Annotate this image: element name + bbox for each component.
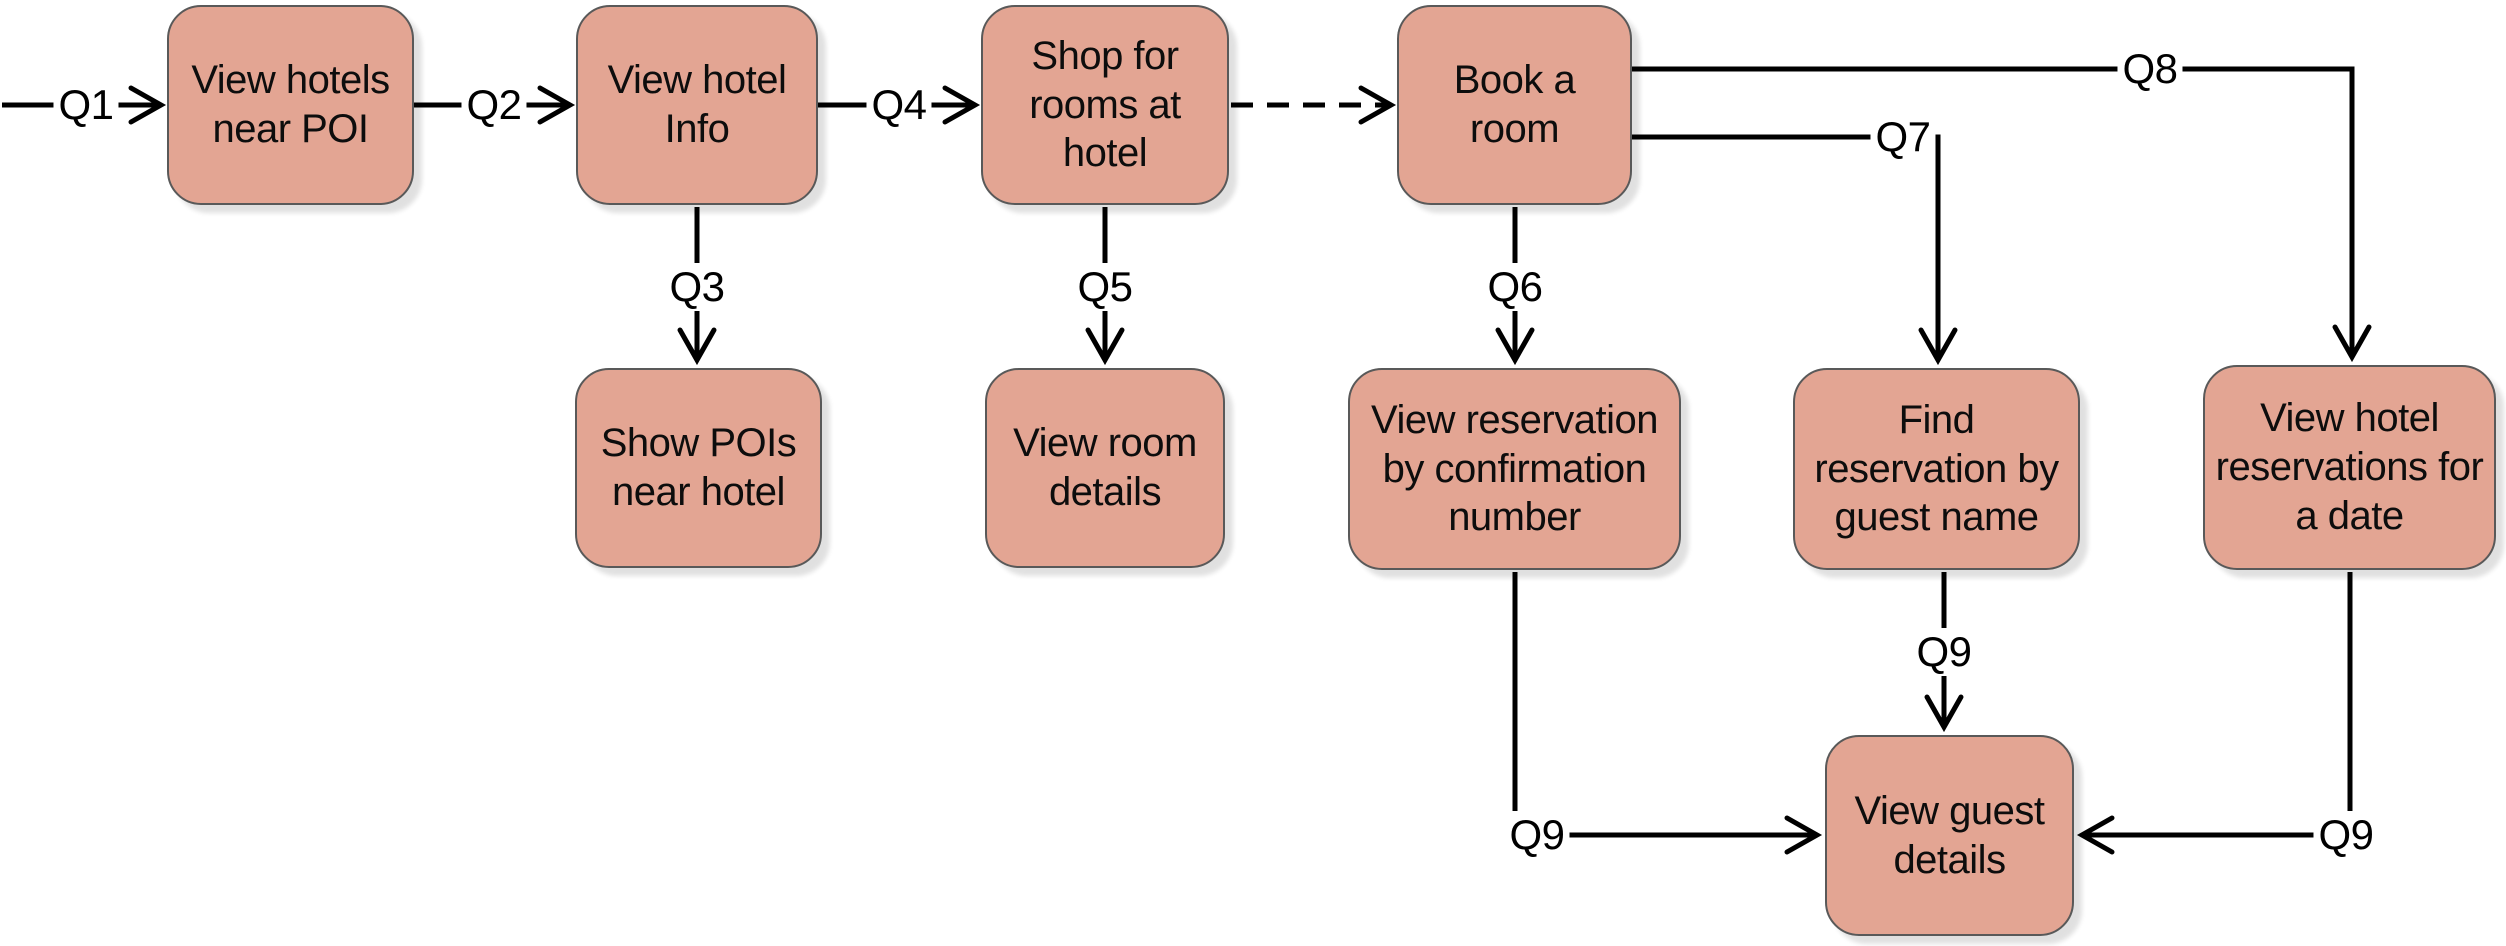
node-label: Shop for rooms at hotel	[1029, 33, 1181, 176]
node-label: View room details	[1013, 421, 1197, 514]
node-view-reservation-by-confirmation-number: View reservation by confirmation number	[1348, 368, 1681, 570]
edge-label-q7: Q7	[1870, 113, 1936, 161]
edge-q7-line	[1632, 134, 1958, 366]
node-view-hotel-reservations-for-a-date: View hotel reservations for a date	[2203, 365, 2496, 570]
node-show-pois-near-hotel: Show POIs near hotel	[575, 368, 822, 568]
edge-label-q9-confirmation: Q9	[1504, 811, 1570, 859]
edge-label-q9-date: Q9	[2313, 811, 2379, 859]
node-label: View guest details	[1854, 788, 2045, 882]
edge-label-q9-guest: Q9	[1911, 628, 1977, 676]
node-label: Find reservation by guest name	[1814, 397, 2059, 540]
edge-label-q4: Q4	[866, 81, 932, 129]
node-view-hotels-near-poi: View hotels near POI	[167, 5, 414, 205]
node-view-hotel-info: View hotel Info	[576, 5, 818, 205]
edge-label-q1: Q1	[53, 81, 119, 129]
node-label: View reservation by confirmation number	[1371, 397, 1658, 540]
node-label: View hotel reservations for a date	[2215, 396, 2484, 538]
node-label: Book a room	[1453, 58, 1576, 151]
edge-q9-confirmation-line	[1512, 572, 1823, 855]
node-book-a-room: Book a room	[1397, 5, 1632, 205]
edge-label-q6: Q6	[1482, 263, 1548, 311]
edge-q9-date-line	[2076, 572, 2353, 855]
edge-label-q3: Q3	[664, 263, 730, 311]
edge-label-q2: Q2	[461, 81, 527, 129]
node-label: View hotel Info	[607, 58, 787, 151]
node-shop-for-rooms-at-hotel: Shop for rooms at hotel	[981, 5, 1229, 205]
edge-label-q5: Q5	[1072, 263, 1138, 311]
edge-q8-line	[1632, 66, 2372, 363]
node-view-guest-details: View guest details	[1825, 735, 2074, 936]
node-find-reservation-by-guest-name: Find reservation by guest name	[1793, 368, 2080, 570]
node-label: View hotels near POI	[191, 58, 390, 151]
node-label: Show POIs near hotel	[600, 421, 797, 514]
node-view-room-details: View room details	[985, 368, 1225, 568]
edge-label-q8: Q8	[2117, 45, 2183, 93]
